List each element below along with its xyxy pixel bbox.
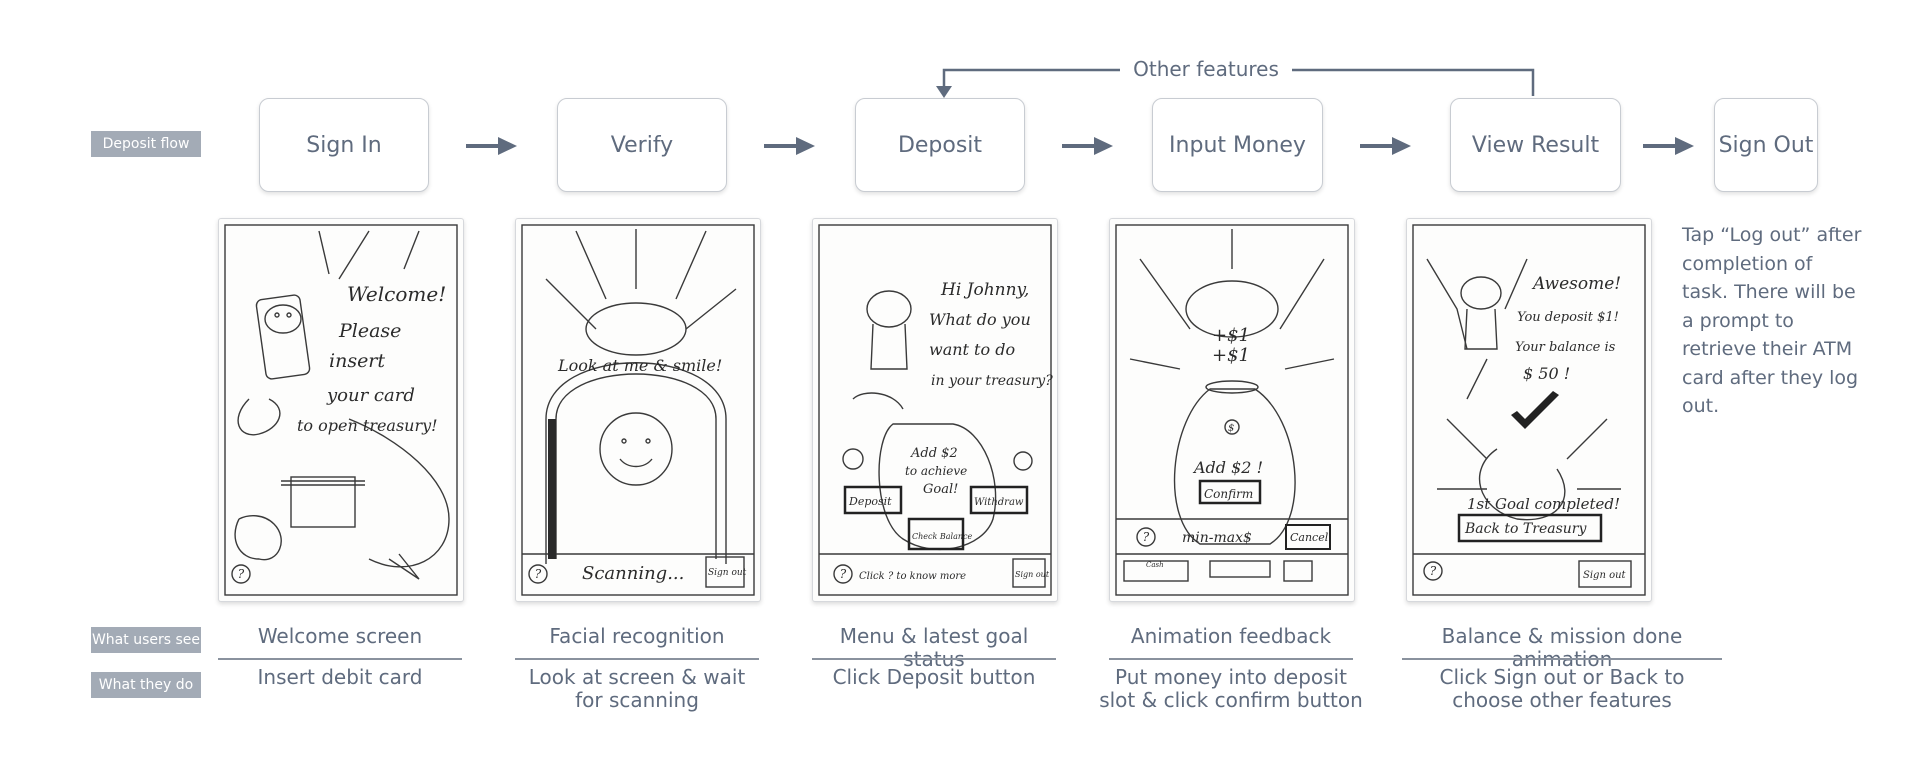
- welcome-line-5: to open treasury!: [297, 416, 438, 435]
- menu-line-4: in your treasury?: [931, 373, 1053, 389]
- divider: [515, 658, 759, 660]
- verify-caption: Look at me & smile!: [557, 356, 722, 375]
- help-icon: ?: [1430, 564, 1437, 578]
- sketch-facial-recognition: ? Look at me & smile! Scanning... Sign o…: [515, 218, 761, 602]
- welcome-line-2: Please: [338, 320, 401, 342]
- welcome-line-4: your card: [326, 385, 415, 406]
- sketch-welcome-screen: ? Welcome! Please insert your card to op…: [218, 218, 464, 602]
- goal-completed-text: 1st Goal completed!: [1467, 495, 1620, 513]
- back-to-treasury-button[interactable]: Back to Treasury: [1464, 521, 1587, 537]
- sketch-balance-mission-done: ? Awesome! You deposit $1! Your balance …: [1406, 218, 1652, 602]
- step-sign-in: Sign In: [259, 98, 429, 192]
- coin-plus-2: +$1: [1212, 345, 1250, 366]
- sees-facial-recognition: Facial recognition: [549, 624, 725, 648]
- check-balance-button[interactable]: Check Balance: [912, 532, 972, 541]
- goal-line-2: to achieve: [905, 464, 967, 478]
- sees-welcome: Welcome screen: [257, 624, 423, 648]
- sign-out-button[interactable]: Sign out: [1015, 570, 1050, 579]
- step-sign-out: Sign Out: [1714, 98, 1818, 192]
- coin-plus-1: +$1: [1212, 325, 1250, 346]
- does-insert-card: Insert debit card: [257, 665, 423, 689]
- other-features-connector: [936, 68, 1535, 98]
- goal-line-3: Goal!: [923, 482, 958, 497]
- divider: [1402, 658, 1722, 660]
- help-icon: ?: [535, 567, 542, 581]
- sign-out-button: Sign out: [708, 568, 747, 578]
- cash-slot-label: Cash: [1146, 561, 1164, 569]
- goal-line-1: Add $2: [910, 446, 958, 461]
- does-look-at-screen: Look at screen & wait for scanning: [528, 665, 746, 712]
- arrow-right-icon: [796, 137, 815, 155]
- result-line-1: Awesome!: [1531, 274, 1621, 294]
- does-click-deposit: Click Deposit button: [832, 665, 1036, 689]
- add-money-prompt: Add $2 !: [1192, 458, 1263, 477]
- amount-range: min-max$: [1182, 530, 1252, 546]
- other-features-label: Other features: [1133, 57, 1279, 81]
- help-icon: ?: [238, 567, 245, 581]
- result-line-3: Your balance is: [1515, 340, 1616, 355]
- arrow-right-icon: [1392, 137, 1411, 155]
- sees-animation: Animation feedback: [1130, 624, 1332, 648]
- does-sign-out-or-back: Click Sign out or Back to choose other f…: [1439, 665, 1685, 712]
- welcome-line-3: insert: [329, 350, 385, 372]
- confirm-button[interactable]: Confirm: [1204, 487, 1253, 501]
- divider: [218, 658, 462, 660]
- step-deposit: Deposit: [855, 98, 1025, 192]
- divider: [1109, 658, 1353, 660]
- step-verify: Verify: [557, 98, 727, 192]
- result-line-2: You deposit $1!: [1517, 310, 1619, 325]
- does-put-money: Put money into deposit slot & click conf…: [1099, 665, 1363, 712]
- help-icon: ?: [1143, 530, 1150, 544]
- sign-out-note: Tap “Log out” after completion of task. …: [1682, 224, 1862, 417]
- arrow-right-icon: [1094, 137, 1113, 155]
- arrow-right-icon: [498, 137, 517, 155]
- help-icon: ?: [840, 567, 847, 581]
- deposit-button[interactable]: Deposit: [848, 495, 892, 508]
- arrow-right-icon: [1675, 137, 1694, 155]
- step-view-result: View Result: [1450, 98, 1621, 192]
- flow-arrows: [466, 137, 1694, 155]
- sketch-menu-goal-status: ? Hi Johnny, What do you want to do in y…: [812, 218, 1058, 602]
- menu-line-1: Hi Johnny,: [940, 280, 1029, 300]
- welcome-line-1: Welcome!: [347, 282, 446, 306]
- cancel-button[interactable]: Cancel: [1290, 531, 1329, 544]
- help-hint: Click ? to know more: [859, 571, 966, 582]
- sign-out-button[interactable]: Sign out: [1583, 570, 1627, 581]
- withdraw-button[interactable]: Withdraw: [974, 497, 1024, 508]
- sketch-animation-feedback: ? +$1 +$1 $ Add $2 ! Confirm min-max$ Ca…: [1109, 218, 1355, 602]
- result-line-4: $ 50 !: [1523, 364, 1570, 383]
- row-label-deposit-flow: Deposit flow: [91, 131, 201, 157]
- row-label-what-they-do: What they do: [91, 672, 201, 698]
- menu-line-2: What do you: [929, 310, 1031, 329]
- coin-mark: $: [1228, 423, 1234, 434]
- menu-line-3: want to do: [929, 340, 1015, 359]
- step-input-money: Input Money: [1152, 98, 1323, 192]
- divider: [812, 658, 1056, 660]
- scanning-status: Scanning...: [582, 563, 684, 584]
- row-label-what-users-see: What users see: [91, 627, 201, 653]
